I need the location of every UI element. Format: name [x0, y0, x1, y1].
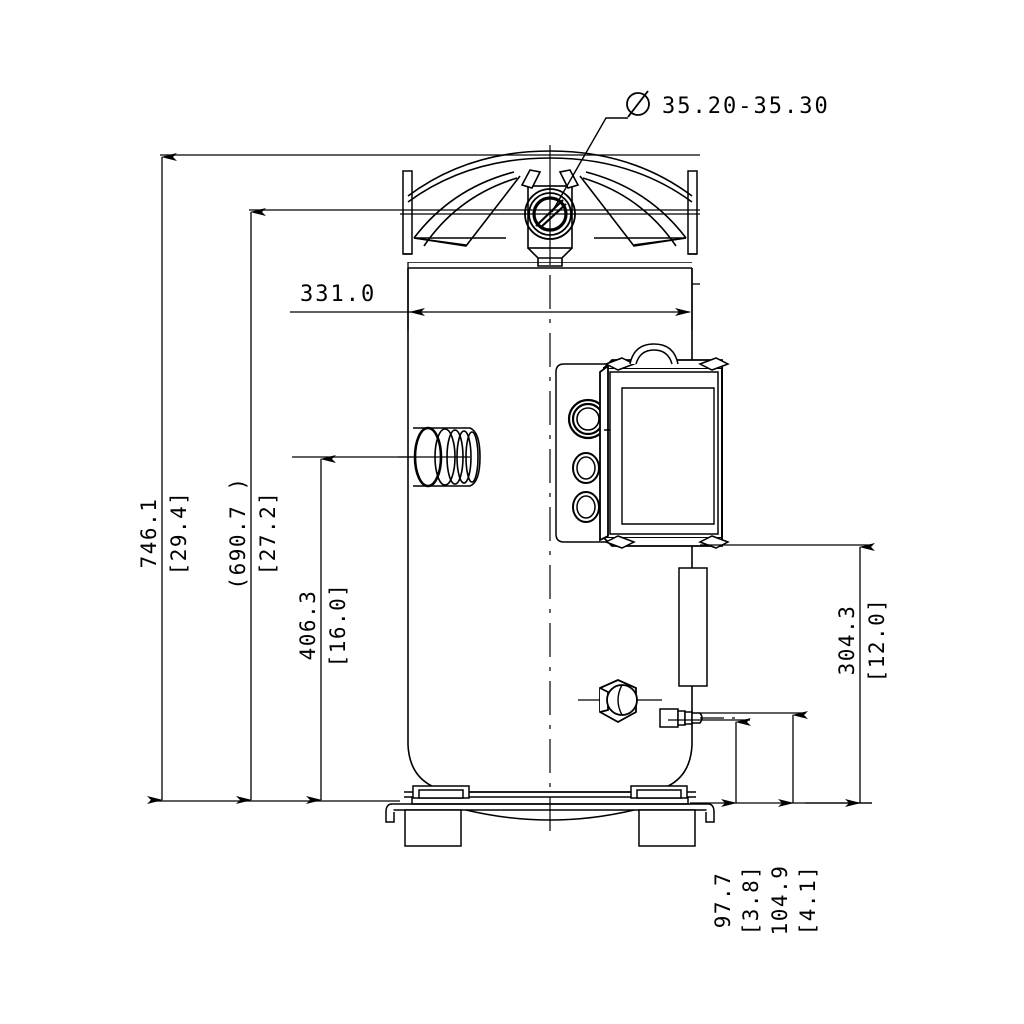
oil-plug-centerline	[578, 699, 735, 719]
dimension-terminal-box-height-imperial: [12.0]	[865, 598, 889, 683]
dimension-suction-port-height-imperial: [16.0]	[326, 583, 350, 668]
dimension-body-width-label: 331.0	[300, 282, 376, 307]
dimension-terminal-box-height-metric: 304.3	[835, 605, 859, 676]
diameter-value-label: 35.20-35.30	[662, 94, 830, 119]
terminal-box	[555, 343, 730, 549]
dimension-overall-height	[147, 153, 700, 804]
top-mounting-lugs	[402, 170, 698, 255]
dimension-body-height-ref-metric: (690.7 )	[226, 476, 250, 589]
diameter-leader-line	[551, 117, 628, 213]
dimension-overall-height-metric: 746.1	[137, 498, 161, 569]
mounting-foot	[385, 785, 715, 847]
conduit-strip	[678, 567, 708, 687]
dimension-suction-port-height-metric: 406.3	[296, 590, 320, 661]
diameter-symbol-icon	[626, 90, 650, 118]
dimension-body-width	[290, 262, 700, 330]
oil-sight-fitting	[659, 708, 703, 728]
dimension-oil-port-offset-a	[668, 718, 751, 807]
dimension-suction-port-height	[292, 455, 470, 804]
dimension-oil-port-offset-b-imperial: [4.1]	[796, 865, 820, 936]
dimension-oil-port-offset-b-metric: 104.9	[768, 865, 792, 936]
dimension-oil-port-offset-b	[700, 711, 808, 807]
oil-drain-plug	[599, 679, 638, 724]
dimension-oil-port-offset-a-metric: 97.7	[711, 872, 735, 929]
dimension-oil-port-offset-a-imperial: [3.8]	[739, 865, 763, 936]
dimension-body-height-ref	[236, 208, 700, 804]
dimension-overall-height-imperial: [29.4]	[167, 491, 191, 576]
dimension-body-height-ref-imperial: [27.2]	[256, 491, 280, 576]
